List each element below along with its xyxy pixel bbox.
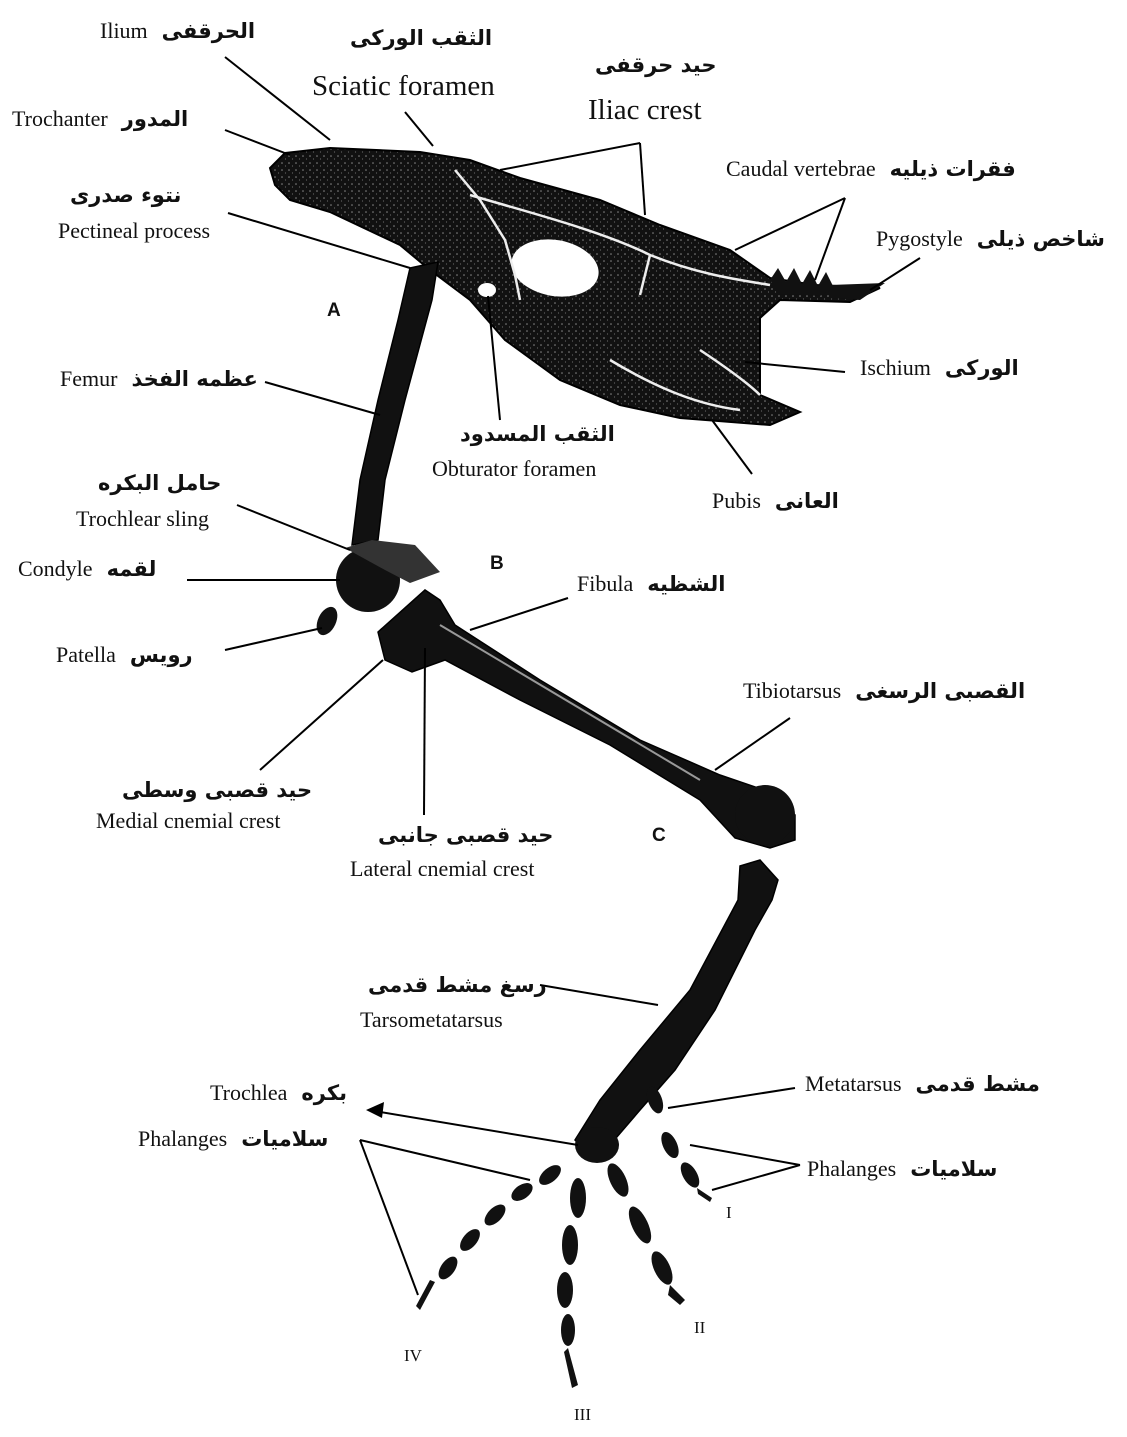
label-pubis: Pubis العانى [712, 490, 839, 512]
label-pygostyle-ar: شاخص ذيلى [977, 229, 1105, 250]
label-tibiotarsus-en: Tibiotarsus [743, 680, 841, 702]
label-obturator-foramen-ar: الثقب المسدود [460, 424, 615, 445]
label-ilium-en: Ilium [100, 20, 148, 42]
section-marker-a: A [327, 300, 341, 322]
label-metatarsus-ar: مشط قدمى [916, 1074, 1040, 1095]
label-patella-en: Patella [56, 644, 116, 666]
digit-numeral-i: I [726, 1203, 732, 1223]
label-lateral-cnemial-crest-en: Lateral cnemial crest [350, 858, 534, 880]
label-caudal-vertebrae-en: Caudal vertebrae [726, 158, 876, 180]
label-pygostyle-en: Pygostyle [876, 228, 963, 250]
label-pubis-ar: العانى [775, 491, 839, 512]
label-condyle-ar: لقمه [107, 559, 157, 580]
label-phalanges-left-en: Phalanges [138, 1128, 227, 1150]
label-patella-ar: رويس [130, 645, 193, 666]
label-pectineal-process-en: Pectineal process [58, 220, 210, 242]
label-trochanter: Trochanter المدور [12, 108, 188, 130]
obturator-foramen-opening [478, 283, 496, 297]
label-femur: Femur عظمه الفخذ [60, 368, 258, 390]
label-medial-cnemial-crest-en: Medial cnemial crest [96, 810, 280, 832]
label-iliac-crest-en: Iliac crest [588, 96, 702, 125]
label-lateral-cnemial-crest-ar: حيد قصبى جانبى [378, 825, 553, 846]
label-ischium-ar: الوركى [945, 358, 1019, 379]
label-pectineal-process-ar: نتوء صدرى [70, 185, 181, 206]
patella-bone [313, 604, 342, 639]
label-ischium-en: Ischium [860, 357, 931, 379]
section-marker-b: B [490, 553, 504, 575]
tarsometatarsus-bone [575, 860, 778, 1155]
digit-numeral-iii: III [574, 1405, 591, 1425]
label-metatarsus-en: Metatarsus [805, 1073, 902, 1095]
label-tarsometatarsus-en: Tarsometatarsus [360, 1009, 503, 1031]
label-sciatic-foramen-en: Sciatic foramen [312, 72, 495, 101]
label-tibiotarsus-ar: القصبى الرسغى [855, 681, 1025, 702]
label-phalanges-right: Phalanges سلاميات [807, 1158, 997, 1180]
label-femur-ar: عظمه الفخذ [131, 369, 257, 390]
label-trochlea-en: Trochlea [210, 1082, 287, 1104]
label-trochlea-ar: بكره [301, 1083, 347, 1104]
label-tibiotarsus: Tibiotarsus القصبى الرسغى [743, 680, 1025, 702]
femur-bone [352, 262, 438, 545]
label-trochanter-ar: المدور [122, 109, 188, 130]
label-fibula-en: Fibula [577, 573, 633, 595]
label-trochanter-en: Trochanter [12, 108, 108, 130]
label-phalanges-left: Phalanges سلاميات [138, 1128, 328, 1150]
digit-iii-phalanges [557, 1178, 586, 1388]
label-obturator-foramen-en: Obturator foramen [432, 458, 596, 480]
label-fibula: Fibula الشظيه [577, 573, 725, 595]
digit-numeral-ii: II [694, 1318, 705, 1338]
label-pubis-en: Pubis [712, 490, 761, 512]
label-metatarsus: Metatarsus مشط قدمى [805, 1073, 1040, 1095]
tibiotarsus-distal-head [735, 785, 795, 845]
label-condyle: Condyle لقمه [18, 558, 156, 580]
label-caudal-vertebrae-ar: فقرات ذيليه [890, 159, 1016, 180]
label-pygostyle: Pygostyle شاخص ذيلى [876, 228, 1105, 250]
label-phalanges-left-ar: سلاميات [241, 1129, 328, 1150]
label-medial-cnemial-crest-ar: حيد قصبى وسطى [122, 780, 312, 801]
label-ischium: Ischium الوركى [860, 357, 1019, 379]
label-iliac-crest-ar: حيد حرقفى [595, 55, 716, 76]
label-patella: Patella رويس [56, 644, 193, 666]
label-trochlear-sling-en: Trochlear sling [76, 508, 209, 530]
label-sciatic-foramen-ar: الثقب الوركى [350, 28, 492, 49]
label-femur-en: Femur [60, 368, 117, 390]
digit-numeral-iv: IV [404, 1346, 422, 1366]
label-condyle-en: Condyle [18, 558, 93, 580]
label-tarsometatarsus-ar: رسغ مشط قدمى [368, 975, 547, 996]
label-trochlear-sling-ar: حامل البكره [98, 473, 221, 494]
trochlea-knob [575, 1127, 619, 1163]
label-fibula-ar: الشظيه [647, 574, 725, 595]
tibiotarsus-bone [378, 590, 795, 848]
label-phalanges-right-ar: سلاميات [910, 1159, 997, 1180]
label-ilium: Ilium الحرقفى [100, 20, 255, 42]
section-marker-c: C [652, 825, 666, 847]
tibiotarsus-highlight-lines [440, 625, 700, 780]
trochlea-arrowhead [366, 1102, 384, 1118]
label-trochlea: Trochlea بكره [210, 1082, 347, 1104]
label-caudal-vertebrae: Caudal vertebrae فقرات ذيليه [726, 158, 1016, 180]
digit-ii-phalanges [603, 1160, 685, 1305]
label-phalanges-right-en: Phalanges [807, 1158, 896, 1180]
label-ilium-ar: الحرقفى [162, 21, 255, 42]
digit-iv-phalanges [416, 1161, 564, 1310]
